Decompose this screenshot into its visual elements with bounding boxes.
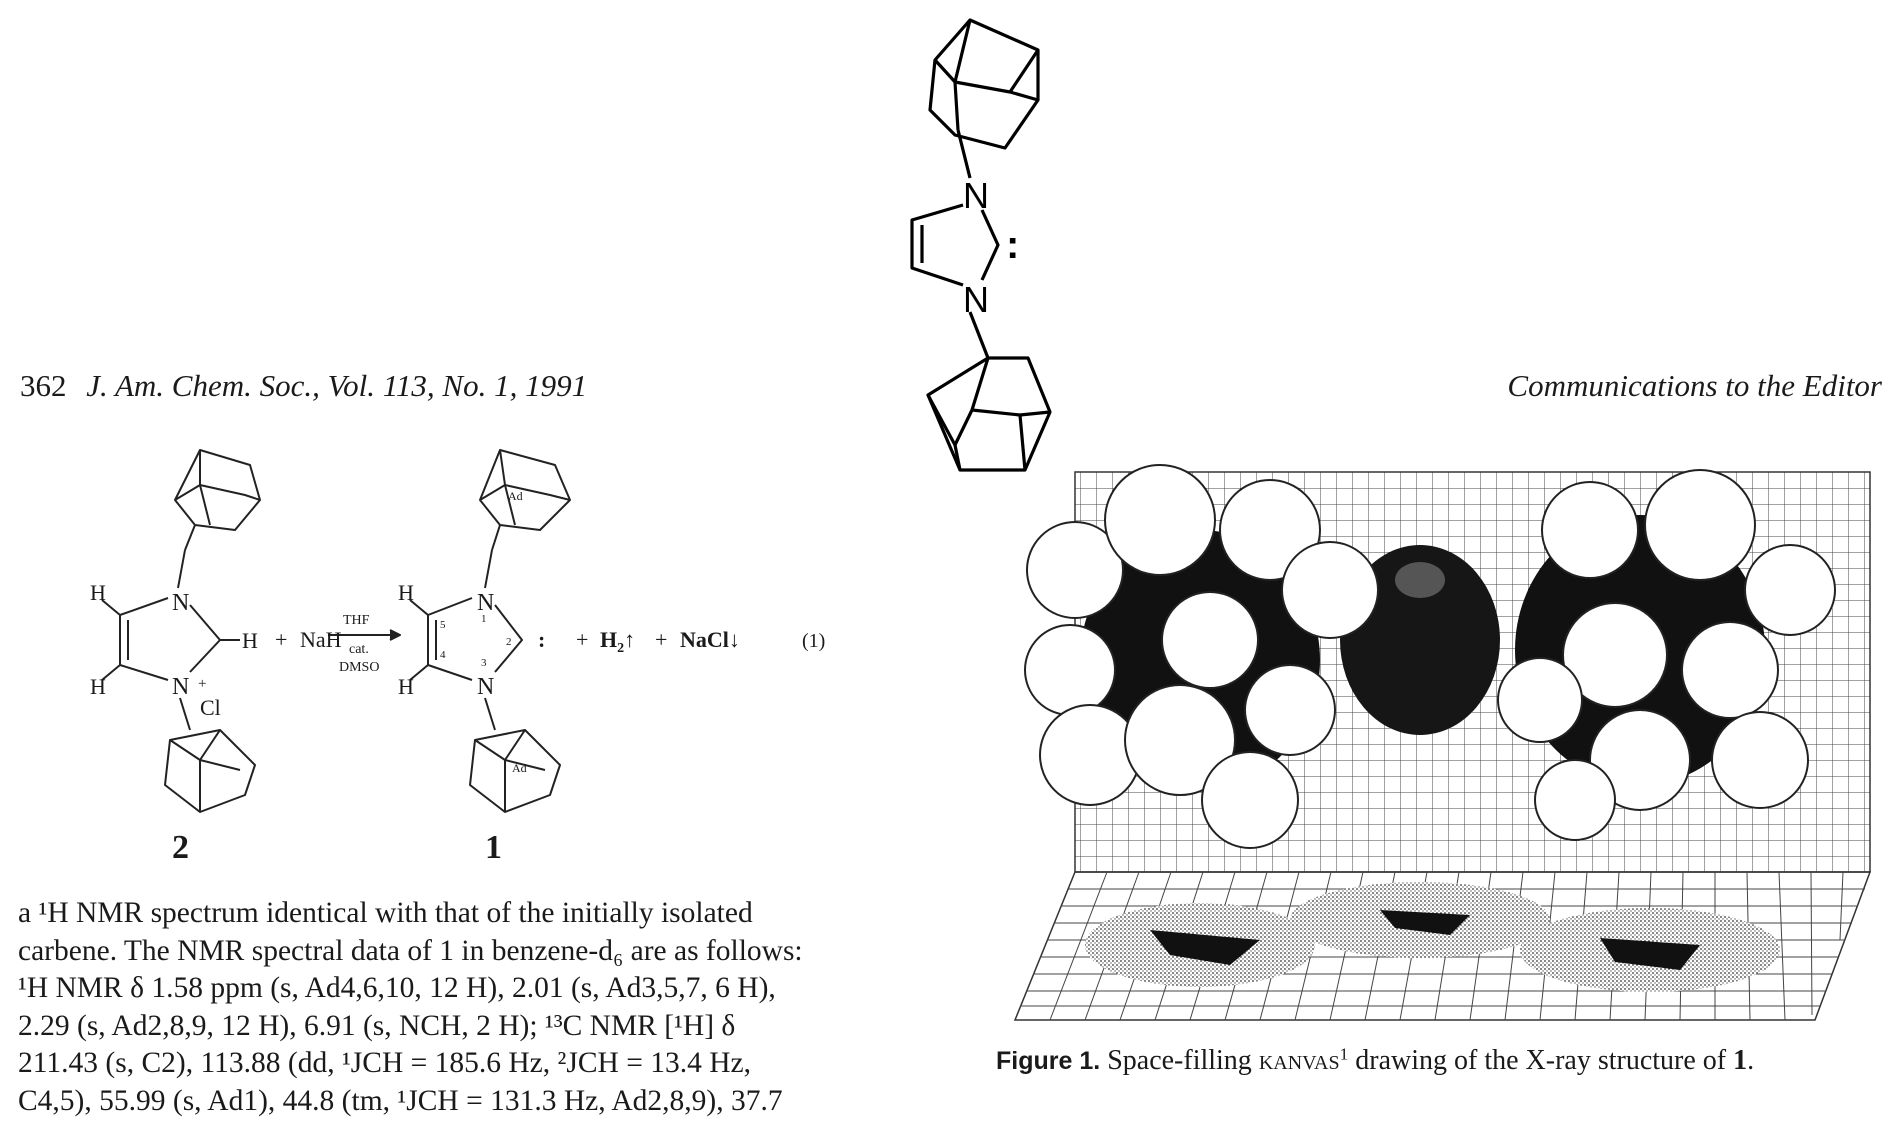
body-line-3: ¹H NMR δ 1.58 ppm (s, Ad4,6,10, 12 H), 2…: [18, 972, 776, 1004]
compound-1-label: 1: [485, 829, 502, 866]
condition-dmso: DMSO: [339, 660, 379, 675]
figure-caption: Figure 1. Space-filling kanvas1 drawing …: [996, 1045, 1754, 1077]
ring-number-1: 1: [481, 613, 487, 625]
carbene-lone-pair: :: [1006, 223, 1019, 267]
ring-number-3: 3: [481, 657, 487, 669]
equation-number: (1): [802, 630, 825, 652]
c1-lone-pair: :: [538, 627, 545, 652]
floor-shadow: [1085, 882, 1780, 992]
ring-number-2: 2: [506, 636, 512, 648]
body-line-5: 211.43 (s, C2), 113.88 (dd, ¹JCH = 185.6…: [18, 1047, 751, 1079]
c2-n1: N: [172, 590, 189, 616]
ring-number-5: 5: [440, 619, 446, 631]
body-line-4: 2.29 (s, Ad2,8,9, 12 H), 6.91 (s, NCH, 2…: [18, 1009, 736, 1042]
c2-counterion: Cl: [200, 695, 221, 720]
running-header-left: 362 J. Am. Chem. Soc., Vol. 113, No. 1, …: [20, 368, 587, 404]
caption-compound: 1: [1733, 1045, 1748, 1076]
c1-n1: N: [477, 590, 494, 616]
c2-h5: H: [90, 674, 106, 699]
c2-n3: N: [172, 674, 189, 700]
carbene-n-top: N: [963, 175, 989, 216]
caption-kanvas: kanvas: [1258, 1045, 1340, 1076]
figure-label: Figure 1.: [996, 1047, 1101, 1075]
caption-ref: 1: [1339, 1044, 1349, 1064]
carbene-structure: N N :: [910, 18, 1052, 472]
c2-h4: H: [90, 580, 106, 605]
body-paragraph: a ¹H NMR spectrum identical with that of…: [18, 895, 908, 1120]
page-number: 362: [20, 368, 67, 403]
ring-number-4: 4: [440, 649, 446, 661]
journal-citation: J. Am. Chem. Soc., Vol. 113, No. 1, 1991: [86, 368, 588, 403]
molecule-model: [1024, 464, 1836, 849]
plus-sign-1: +: [275, 627, 287, 652]
c1-n3: N: [477, 674, 494, 700]
caption-period: .: [1747, 1045, 1755, 1076]
body-line-1: a ¹H NMR spectrum identical with that of…: [18, 897, 753, 929]
product-h2: H2↑: [600, 627, 635, 656]
body-line-2: carbene. The NMR spectral data of 1 in b…: [18, 934, 803, 967]
c1-h4: H: [398, 580, 414, 605]
c2-plus-charge: +: [198, 676, 206, 692]
reagent-nah: NaH: [300, 627, 342, 652]
condition-cat: cat.: [349, 642, 369, 657]
compound-2-label: 2: [172, 829, 189, 866]
ad-label-bottom: Ad: [512, 761, 527, 775]
caption-text-2: drawing of the X-ray structure of: [1355, 1045, 1727, 1076]
caption-text-1: Space-filling: [1107, 1045, 1252, 1076]
plus-sign-3: +: [655, 627, 667, 652]
c2-h2: H: [242, 628, 258, 653]
reaction-scheme: N N H H H + Cl 2 + NaH THF cat. DMSO N N…: [90, 449, 825, 866]
c1-h5: H: [398, 674, 414, 699]
section-title: Communications to the Editor: [1507, 368, 1882, 403]
condition-thf: THF: [343, 613, 370, 628]
product-nacl: NaCl↓: [680, 627, 740, 652]
plus-sign-2: +: [576, 627, 588, 652]
body-line-6: C4,5), 55.99 (s, Ad1), 44.8 (tm, ¹JCH = …: [18, 1084, 783, 1117]
carbene-n-bottom: N: [963, 279, 989, 320]
figure-1-illustration: [1013, 464, 1872, 1021]
ad-label-top: Ad: [508, 489, 523, 503]
